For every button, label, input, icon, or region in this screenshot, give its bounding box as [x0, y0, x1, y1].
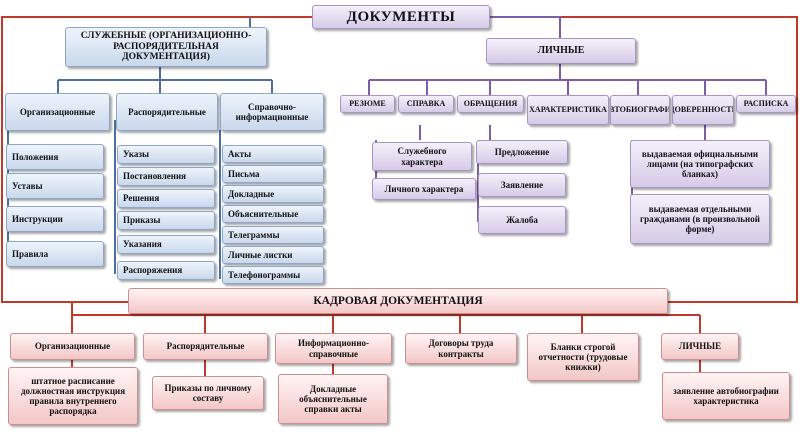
personal-type-obrascheniya: ОБРАЩЕНИЯ — [457, 95, 524, 113]
org-item: Инструкции — [6, 206, 104, 232]
dist-item: Распоряжения — [117, 261, 215, 280]
info-item: Телефонограммы — [222, 266, 324, 284]
org-item: Положения — [6, 144, 104, 170]
service-dist-node: Распорядительные — [116, 93, 218, 131]
hr-cat-dist: Распорядительные — [143, 333, 268, 360]
org-item: Уставы — [6, 173, 104, 199]
spravka-service: Служебного характера — [372, 142, 472, 171]
info-item: Личные листки — [222, 246, 324, 264]
hr-cat-blanks: Бланки строгой отчетности (трудовые книж… — [527, 333, 639, 381]
dist-item: Решения — [117, 189, 215, 208]
dist-item: Указы — [117, 145, 215, 164]
service-docs-node: СЛУЖЕБНЫЕ (ОРГАНИЗАЦИОННО-РАСПОРЯДИТЕЛЬН… — [65, 27, 267, 67]
info-item: Объяснительные — [222, 205, 324, 223]
org-item: Правила — [6, 241, 104, 267]
hr-cat-contracts: Договоры труда контракты — [405, 333, 517, 364]
dover-official: выдаваемая официальными лицами (на типог… — [630, 140, 770, 188]
service-info-node: Справочно-информационные — [220, 93, 324, 131]
service-org-node: Организационные — [5, 93, 110, 131]
info-item: Письма — [222, 165, 324, 183]
hr-docs-node: КАДРОВАЯ ДОКУМЕНТАЦИЯ — [128, 288, 668, 314]
info-item: Телеграммы — [222, 226, 324, 244]
hr-cat-personal: ЛИЧНЫЕ — [661, 333, 739, 360]
personal-type-avtobiografiya: АВТОБИОГРАФИЯ — [610, 95, 670, 125]
spravka-personal: Личного характера — [372, 178, 476, 200]
dist-item: Постановления — [117, 167, 215, 186]
personal-type-rezume: РЕЗЮМЕ — [340, 95, 395, 113]
hr-dist-detail: Приказы по личному составу — [152, 376, 264, 410]
hr-personal-detail: заявление автобиографии характеристика — [662, 372, 790, 420]
hr-cat-org: Организационные — [10, 333, 135, 360]
personal-type-spravka: СПРАВКА — [398, 95, 454, 113]
dist-item: Приказы — [117, 211, 215, 230]
hr-org-detail: штатное расписание должностная инструкци… — [8, 367, 138, 425]
personal-type-raspiska: РАСПИСКА — [736, 95, 796, 113]
personal-type-doverennost: ДОВЕРЕННОСТЬ — [672, 95, 734, 125]
info-item: Акты — [222, 145, 324, 163]
obrasch-proposal: Предложение — [476, 140, 568, 164]
personal-docs-node: ЛИЧНЫЕ — [486, 38, 636, 64]
hr-info-detail: Докладные объяснительные справки акты — [278, 374, 388, 424]
page-title: ДОКУМЕНТЫ — [312, 5, 490, 29]
dist-item: Указания — [117, 235, 215, 254]
obrasch-complaint: Жалоба — [478, 206, 566, 234]
hr-cat-info: Информационно-справочные — [275, 333, 392, 364]
info-item: Докладные — [222, 185, 324, 203]
personal-type-harakteristika: ХАРАКТЕРИСТИКА — [527, 95, 609, 125]
obrasch-application: Заявление — [478, 173, 566, 197]
dover-citizen: выдаваемая отдельными гражданами (в прои… — [630, 194, 770, 244]
